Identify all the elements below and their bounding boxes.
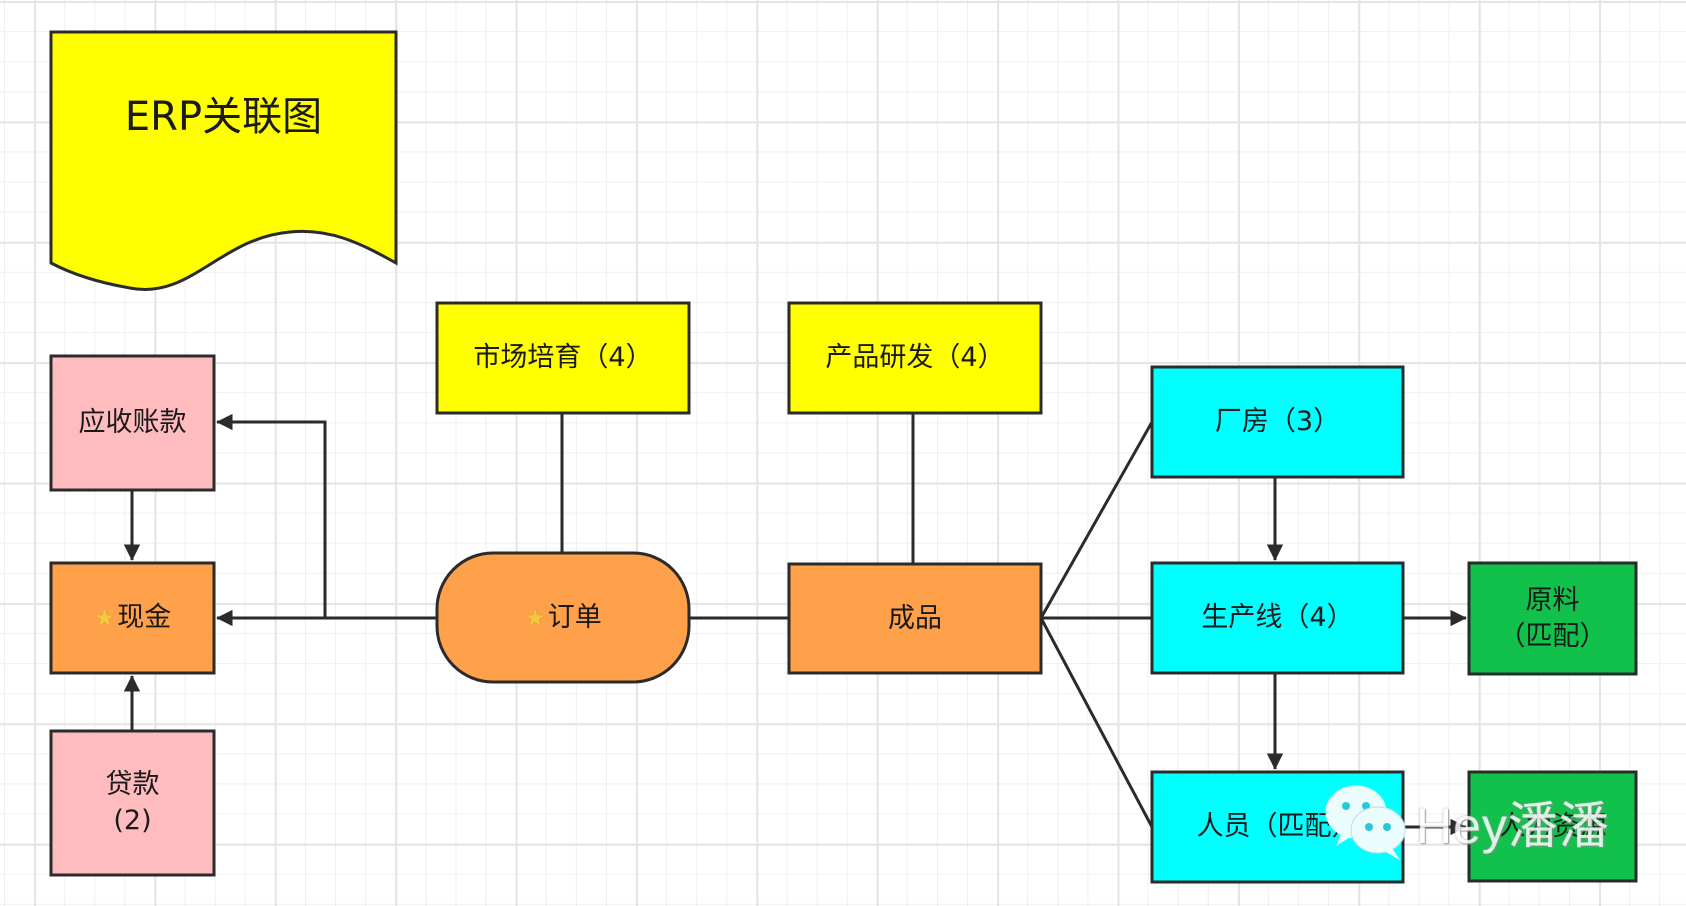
node-line-label[interactable]: 生产线（4）: [1201, 602, 1354, 633]
edge-product-staff: [1039, 617, 1154, 828]
order-text: 订单: [547, 601, 602, 633]
node-product-shape: [787, 562, 1043, 675]
node-product-label[interactable]: 成品: [888, 602, 942, 634]
edge-order-receivables: [216, 413, 327, 618]
node-factory-label[interactable]: 厂房（3）: [1214, 406, 1341, 437]
edge-product-factory: [1039, 421, 1154, 619]
node-receivables-label[interactable]: 应收账款: [78, 407, 187, 438]
node-market-shape: [435, 301, 691, 415]
node-rnd-label[interactable]: 产品研发（4）: [825, 342, 1005, 373]
node-hr-label[interactable]: 人力资源: [1498, 810, 1607, 842]
node-hr-shape: [1467, 770, 1638, 883]
node-material-shape: [1467, 561, 1638, 676]
node-loan-label[interactable]: 贷款 (2): [105, 769, 160, 836]
node-cash-shape: [49, 561, 216, 675]
star-icon: ★: [93, 604, 116, 632]
node-cash-label[interactable]: ★现金: [51, 563, 214, 673]
node-material-label[interactable]: 原料 （匹配）: [1498, 584, 1607, 652]
node-rnd-shape: [787, 301, 1043, 415]
node-line-shape: [1150, 561, 1405, 675]
node-market-label[interactable]: 市场培育（4）: [473, 342, 653, 373]
node-receivables-shape: [49, 354, 216, 492]
node-loan-shape: [49, 729, 216, 877]
node-order-label[interactable]: ★订单: [437, 553, 689, 682]
star-icon: ★: [524, 603, 546, 632]
node-factory-shape: [1150, 365, 1405, 479]
node-staff-label[interactable]: 人员（匹配）: [1196, 811, 1359, 842]
diagram-title: ERP关联图: [124, 94, 323, 140]
cash-text: 现金: [117, 602, 172, 633]
title-document-shape: [49, 30, 398, 291]
node-order-shape: [435, 551, 691, 684]
